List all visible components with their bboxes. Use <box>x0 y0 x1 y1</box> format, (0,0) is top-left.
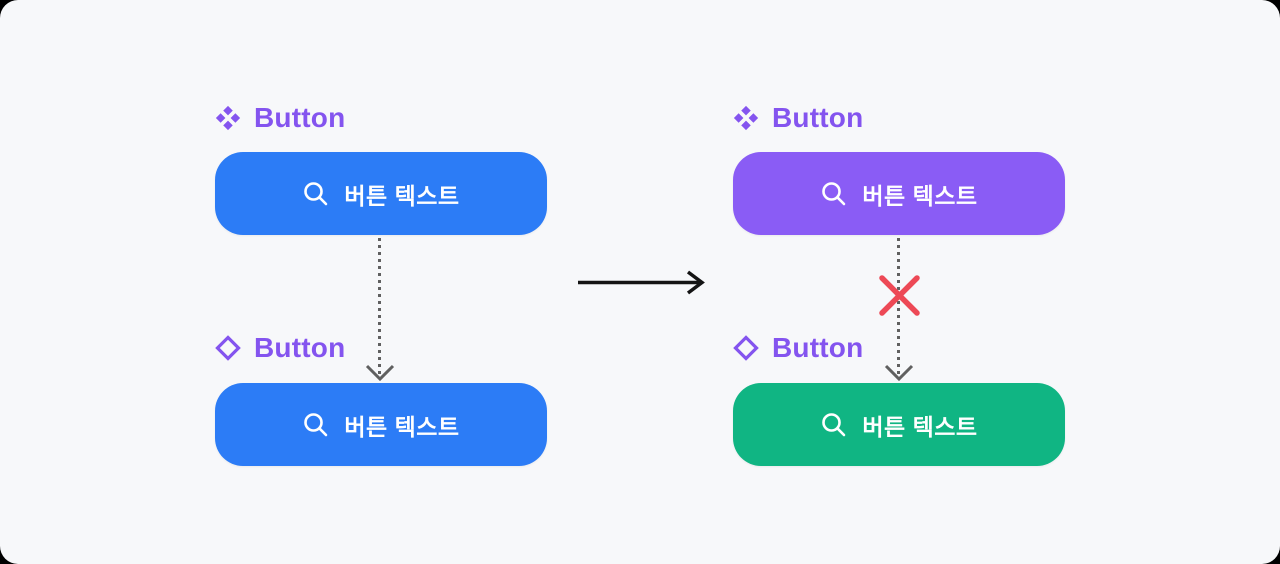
instance-label-after: Button <box>733 330 863 366</box>
main-component-label-after: Button <box>733 100 863 136</box>
main-component-icon <box>733 105 759 131</box>
arrowhead-down-icon <box>884 364 914 382</box>
component-name: Button <box>254 332 346 363</box>
instance-icon <box>733 335 759 361</box>
transition-arrow-icon <box>578 270 705 295</box>
component-name: Button <box>772 332 864 363</box>
search-icon <box>304 413 328 437</box>
main-component-button-before[interactable]: 버튼 텍스트 <box>215 152 547 235</box>
inheritance-connector-after <box>897 238 900 376</box>
main-component-icon <box>215 105 241 131</box>
button-label: 버튼 텍스트 <box>344 182 460 209</box>
component-name: Button <box>772 102 864 133</box>
instance-button-before[interactable]: 버튼 텍스트 <box>215 383 547 466</box>
instance-label-before: Button <box>215 330 345 366</box>
arrowhead-down-icon <box>365 364 395 382</box>
instance-icon <box>215 335 241 361</box>
button-label: 버튼 텍스트 <box>862 413 978 440</box>
main-component-label-before: Button <box>215 100 345 136</box>
instance-button-after[interactable]: 버튼 텍스트 <box>733 383 1065 466</box>
search-icon <box>822 182 846 206</box>
button-label: 버튼 텍스트 <box>862 182 978 209</box>
main-component-button-after[interactable]: 버튼 텍스트 <box>733 152 1065 235</box>
search-icon <box>304 182 328 206</box>
button-label: 버튼 텍스트 <box>344 413 460 440</box>
broken-link-x-icon <box>879 275 920 316</box>
search-icon <box>822 413 846 437</box>
inheritance-connector-before <box>378 238 381 376</box>
component-name: Button <box>254 102 346 133</box>
